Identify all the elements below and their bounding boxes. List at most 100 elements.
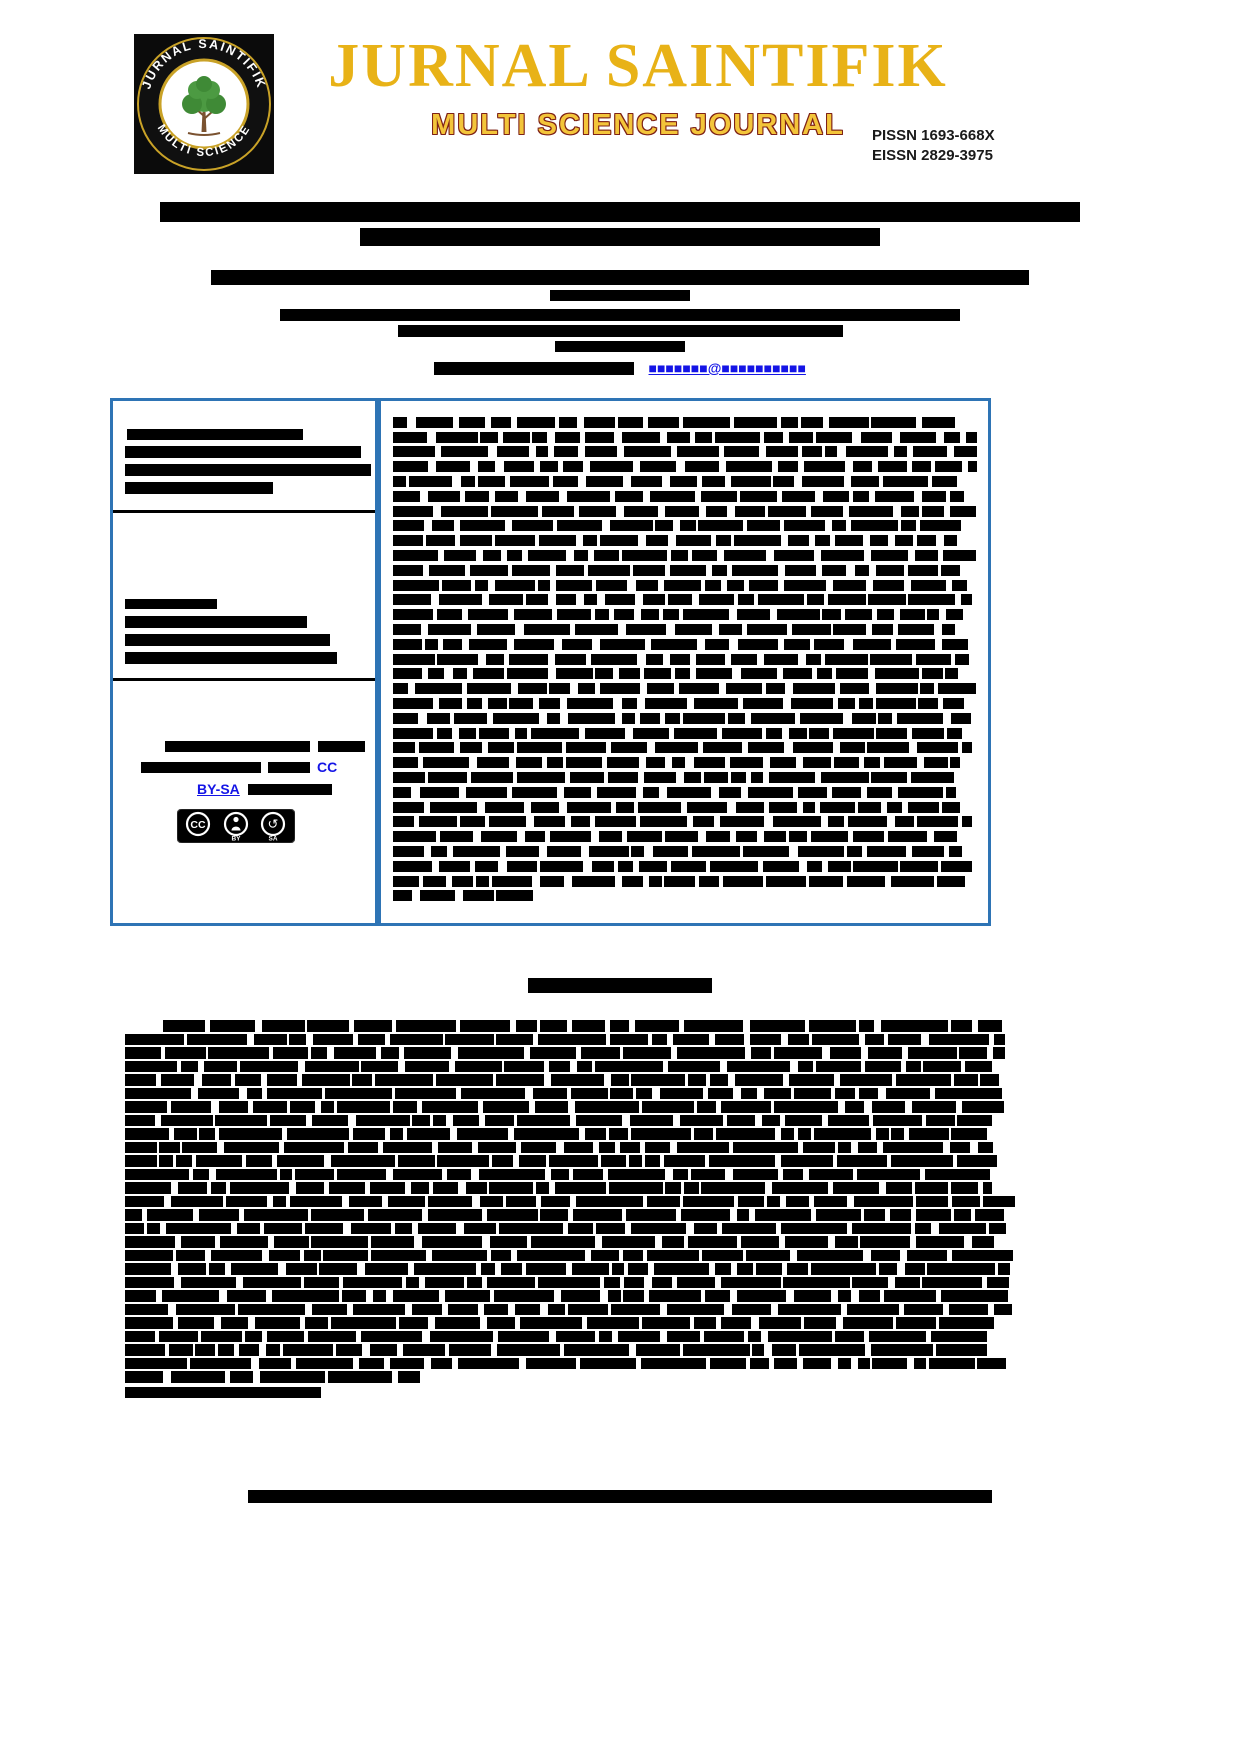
redacted-word <box>369 1344 398 1356</box>
redacted-line <box>393 430 978 445</box>
redacted-word <box>610 1087 633 1099</box>
redacted-word <box>949 1141 971 1153</box>
redacted-word <box>645 1141 670 1153</box>
redacted-word <box>640 816 687 828</box>
redacted-word <box>923 1060 962 1072</box>
redacted-word <box>584 416 615 428</box>
cc-by-sa-link[interactable]: BY-SA <box>197 781 240 797</box>
redacted-word <box>473 668 504 680</box>
redacted-word <box>718 624 743 636</box>
redacted-word <box>631 846 645 857</box>
redacted-word <box>756 1263 783 1275</box>
redacted-word <box>942 801 961 813</box>
redacted-word <box>591 860 614 872</box>
redacted-word <box>393 698 434 710</box>
redacted-word <box>897 786 943 798</box>
redacted-word <box>539 698 561 710</box>
redacted-word <box>461 476 476 488</box>
redacted-word <box>594 609 610 621</box>
redacted-word <box>573 550 589 562</box>
redacted-word <box>584 727 625 739</box>
redacted-word <box>258 1357 291 1369</box>
column-divider <box>375 401 381 923</box>
redacted-word <box>777 1303 841 1315</box>
redacted-word <box>781 1155 834 1167</box>
redacted-word <box>962 1101 1005 1113</box>
redacted-word <box>773 476 795 488</box>
redacted-word <box>940 1290 1008 1302</box>
redacted-word <box>311 1236 369 1248</box>
redacted-word <box>764 653 798 665</box>
redacted-word <box>420 890 456 902</box>
redacted-word <box>824 653 868 665</box>
redacted-word <box>777 609 821 621</box>
redacted-word <box>951 1020 972 1032</box>
redacted-line <box>393 445 978 460</box>
redacted-word <box>237 1222 260 1234</box>
redacted-word <box>492 1155 514 1167</box>
redacted-word <box>625 624 667 636</box>
redacted-word <box>504 461 535 473</box>
redacted-word <box>511 564 551 576</box>
redacted-word <box>125 1114 155 1126</box>
redacted-word <box>687 1236 738 1248</box>
redacted-word <box>266 1087 322 1099</box>
redacted-word <box>684 1182 699 1194</box>
redacted-word <box>406 1128 450 1140</box>
redacted-word <box>869 1330 927 1342</box>
redacted-word <box>714 431 760 443</box>
redacted-line <box>393 563 978 578</box>
redacted-word <box>845 1101 865 1113</box>
redacted-word <box>496 1074 544 1086</box>
redacted-word <box>235 1074 262 1086</box>
redacted-word <box>726 1060 791 1072</box>
redacted-word <box>585 476 624 488</box>
redacted-word <box>199 1128 215 1140</box>
cc-link[interactable]: CC <box>317 759 338 775</box>
redacted-word <box>427 1195 472 1207</box>
redacted-word <box>557 609 592 621</box>
redacted-word <box>398 1155 435 1167</box>
redacted-word <box>733 416 778 428</box>
redacted-word <box>487 742 514 754</box>
redacted-word <box>465 490 490 502</box>
redacted-word <box>479 727 510 739</box>
redacted-word <box>764 1087 792 1099</box>
redacted-word <box>445 1033 494 1045</box>
redacted-word <box>477 624 515 636</box>
corresponding-email-link[interactable]: ■■■■■■■@■■■■■■■■■■ <box>648 360 806 376</box>
redacted-word <box>802 801 815 813</box>
redacted-word <box>462 890 495 902</box>
redacted-word <box>628 1263 648 1275</box>
redacted-word <box>549 683 571 695</box>
redacted-word <box>484 801 525 813</box>
redacted-word <box>953 446 977 458</box>
redacted-word <box>537 1276 600 1288</box>
redacted-line <box>125 1343 1020 1357</box>
redacted-line <box>125 1222 1020 1236</box>
redacted-word <box>915 1236 964 1248</box>
redacted-word <box>491 505 539 517</box>
redacted-word <box>606 757 639 769</box>
redacted-word <box>815 431 853 443</box>
redacted-word <box>666 431 691 443</box>
redacted-word <box>478 461 496 473</box>
redacted-text-bar <box>125 464 371 476</box>
redacted-word <box>852 461 872 473</box>
redacted-word <box>125 1371 164 1383</box>
redacted-word <box>809 727 829 739</box>
cc-by-sa-badge[interactable]: CC BY ↺ SA <box>176 808 365 848</box>
redacted-word <box>266 1344 280 1356</box>
redacted-word <box>941 564 961 576</box>
redacted-word <box>434 1317 480 1329</box>
redacted-word <box>621 550 667 562</box>
redacted-word <box>732 1168 779 1180</box>
redacted-line <box>393 755 978 770</box>
redacted-word <box>682 712 725 724</box>
redacted-word <box>619 668 640 680</box>
redacted-word <box>371 1236 415 1248</box>
redacted-word <box>626 831 663 843</box>
redacted-word <box>211 1182 227 1194</box>
redacted-word <box>758 1317 801 1329</box>
redacted-line <box>393 844 978 859</box>
